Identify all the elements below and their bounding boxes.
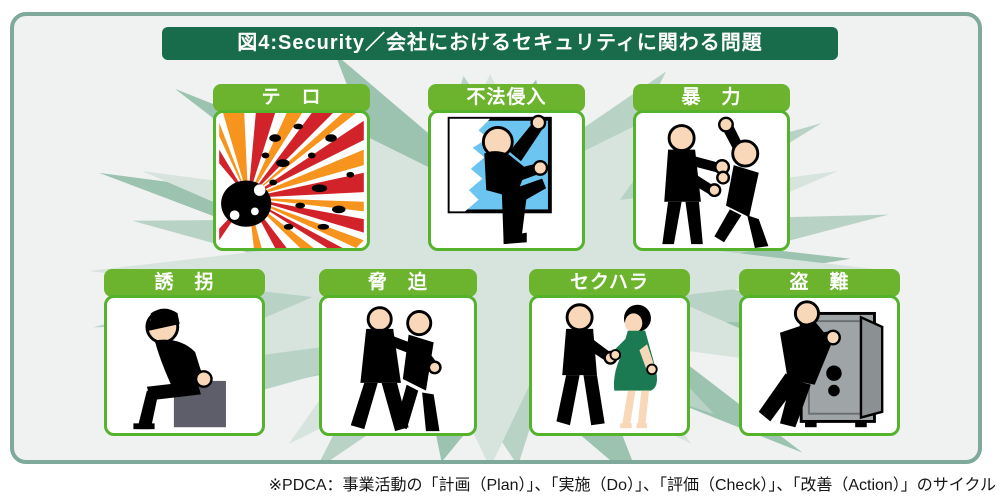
item-harassment: セクハラ [529,269,690,436]
safe-theft-icon [758,300,884,428]
collar-grab-icon [350,306,442,432]
item-violence: 暴 力 [633,84,790,251]
item-label: セクハラ [529,269,690,297]
item-label: テ ロ [213,84,370,112]
item-label: 暴 力 [633,84,790,112]
kidnapped-person-icon [133,308,226,430]
item-theft: 盗 難 [739,269,900,436]
item-terrorism: テ ロ [213,84,370,251]
item-label: 誘 拐 [104,269,265,297]
window-intruder-icon [447,114,552,245]
fight-icon [662,116,769,248]
figure-title: 図4:Security／会社におけるセキュリティに関わる問題 [162,27,838,60]
item-label: 盗 難 [739,269,900,297]
item-label: 脅 迫 [319,269,477,297]
wrist-grab-icon [556,303,658,429]
item-intimidation: 脅 迫 [319,269,477,436]
item-kidnapping: 誘 拐 [104,269,265,436]
item-label: 不法侵入 [428,84,585,112]
pdca-footnote: ※PDCA：事業活動の「計画（Plan）」、「実施（Do）」、「評価（Check… [268,477,996,494]
explosion-icon [219,113,364,248]
item-intrusion: 不法侵入 [428,84,585,251]
